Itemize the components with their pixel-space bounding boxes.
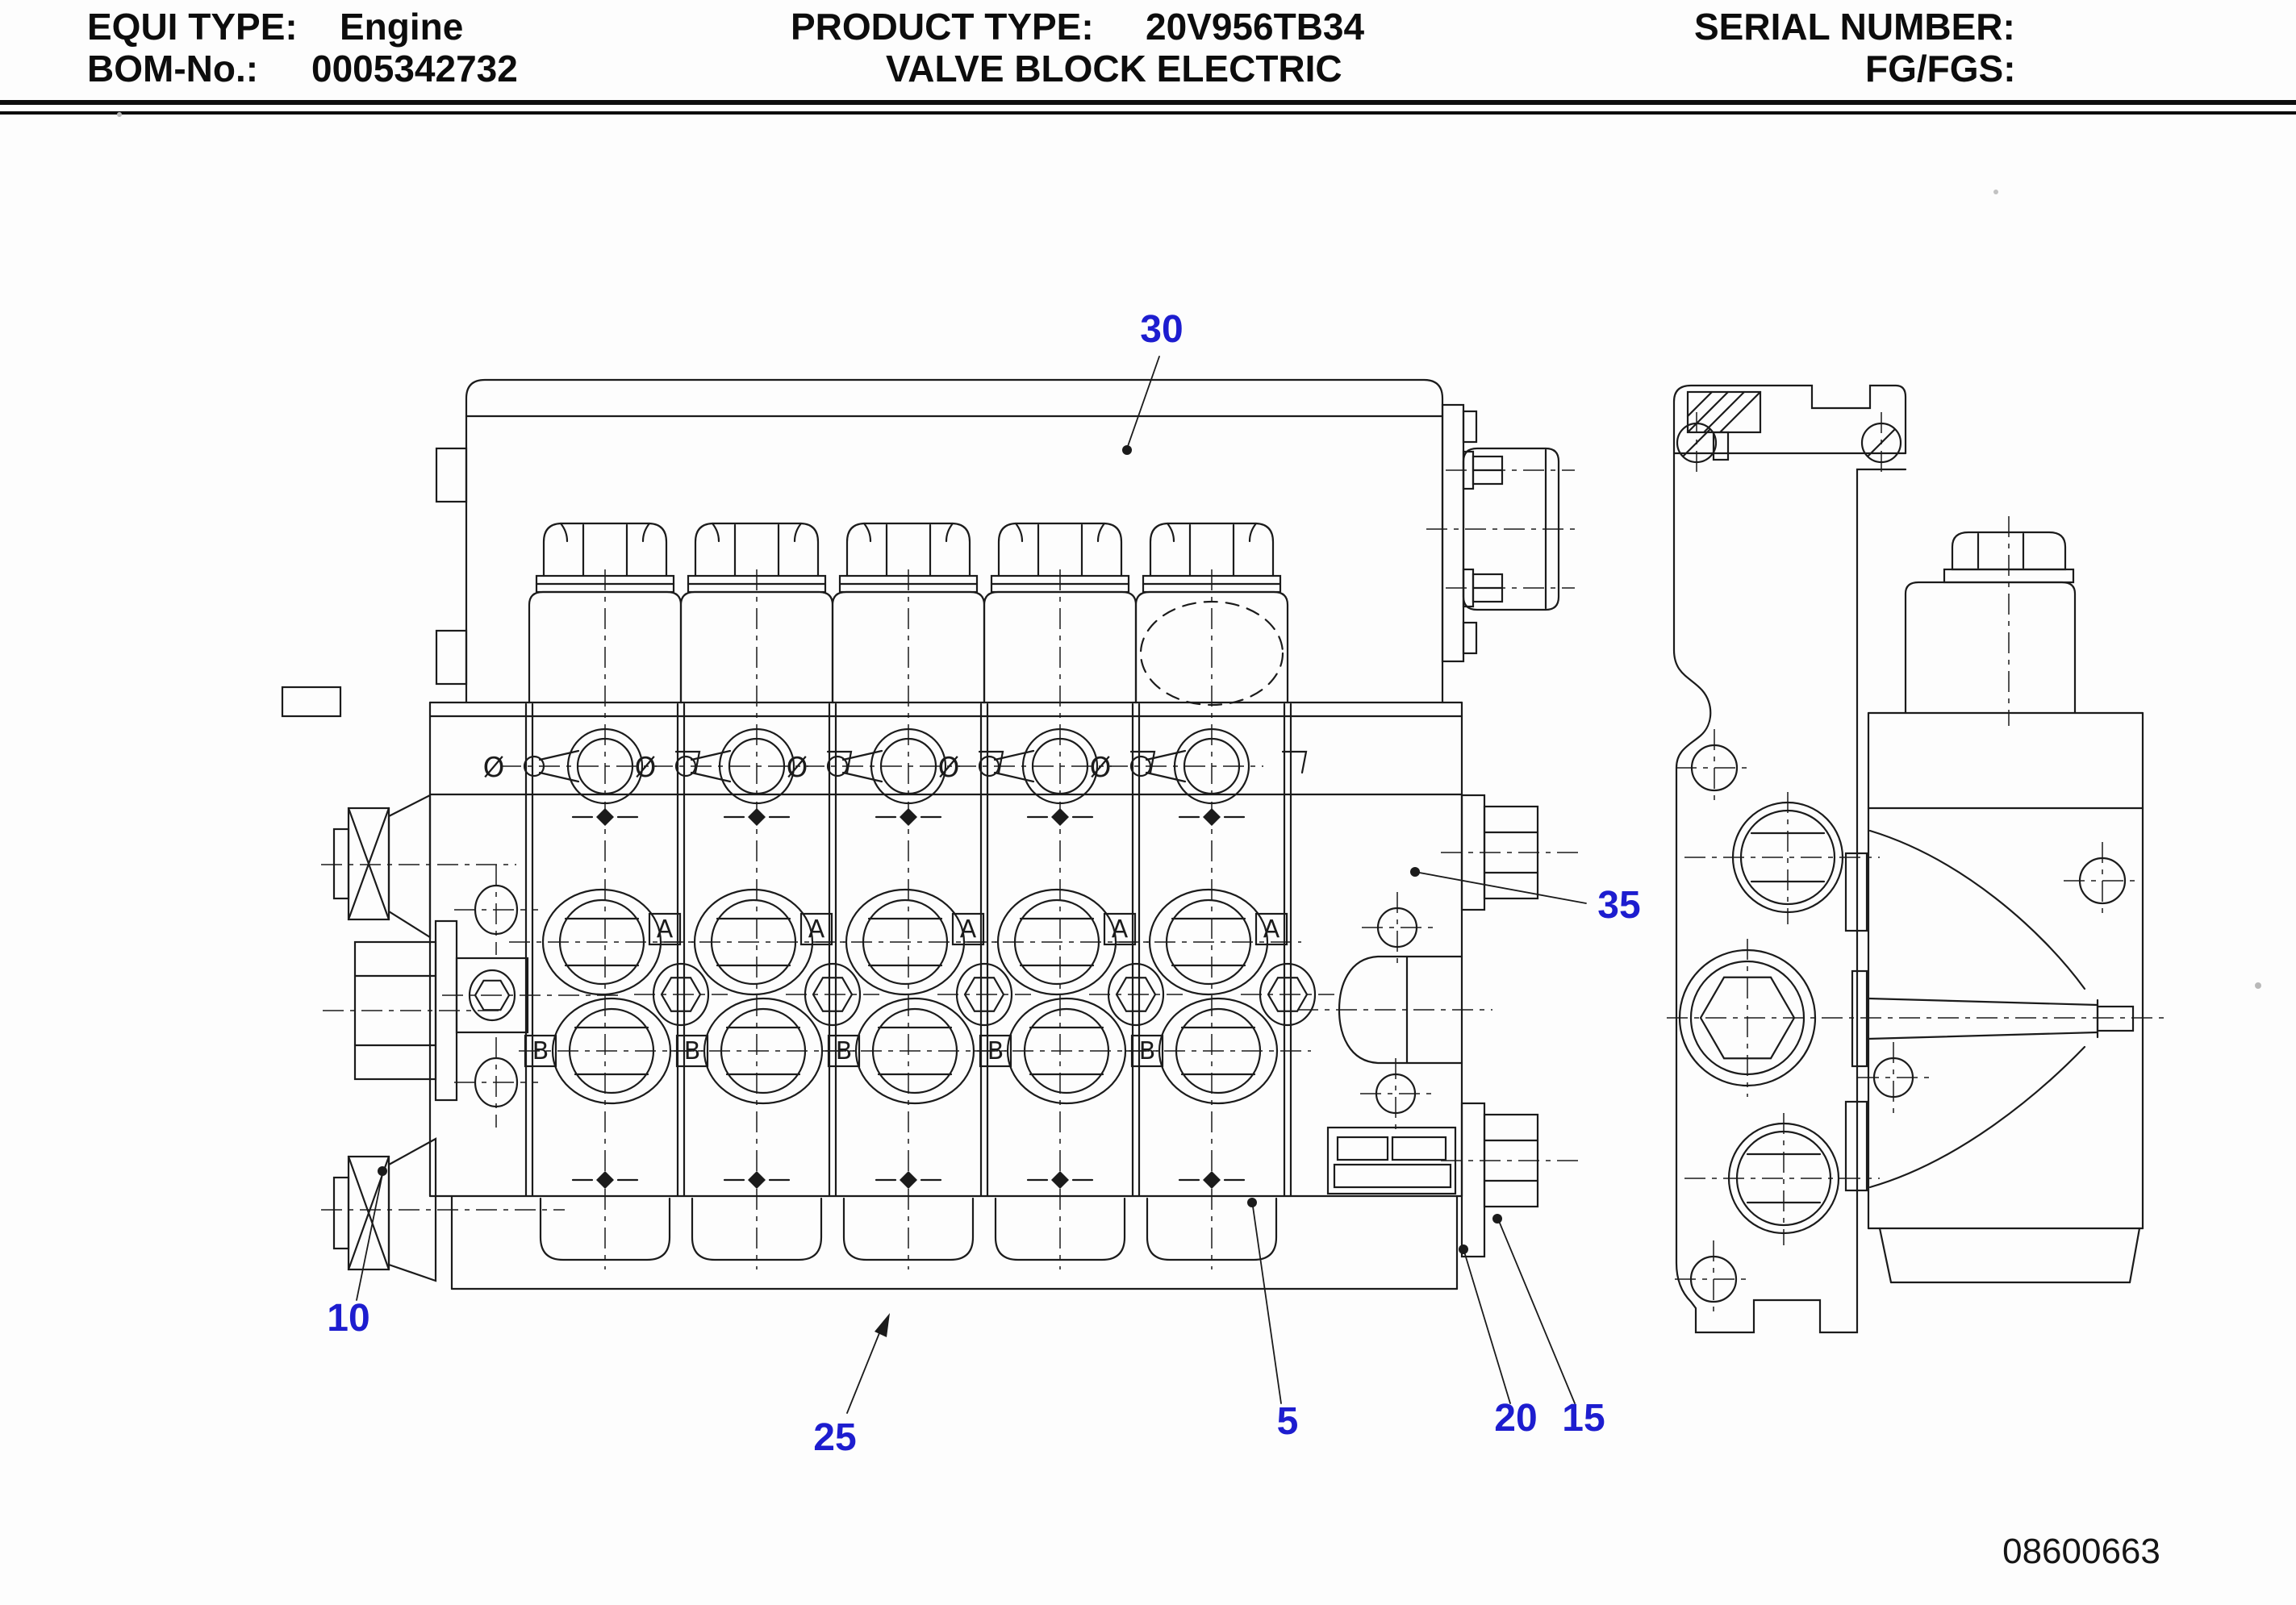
leader-20 xyxy=(1463,1251,1511,1404)
header-rule-bottom xyxy=(0,111,2296,115)
port-label-b: B xyxy=(836,1037,853,1065)
leader-35 xyxy=(1414,871,1587,904)
equi-type-label: EQUI TYPE: xyxy=(87,6,298,48)
valve-section: Ø A B xyxy=(635,522,856,1269)
paper-speck xyxy=(1993,190,1998,194)
callout-5: 5 xyxy=(1277,1400,1299,1443)
callout-25: 25 xyxy=(813,1416,856,1459)
leader-5 xyxy=(1252,1206,1282,1404)
bom-value: 0005342732 xyxy=(311,48,518,90)
port-label-b: B xyxy=(987,1037,1004,1065)
equi-type-value: Engine xyxy=(340,6,464,48)
leader-dot-30 xyxy=(1122,445,1132,455)
callout-10: 10 xyxy=(327,1297,369,1340)
valve-section: Ø A B xyxy=(787,522,1008,1269)
callout-35: 35 xyxy=(1597,884,1640,927)
product-type-value: 20V956TB34 xyxy=(1146,6,1365,48)
knob-zero-symbol: Ø xyxy=(938,752,960,784)
leader-10 xyxy=(356,1174,383,1301)
leader-dot-5 xyxy=(1247,1198,1257,1207)
callout-layer: 30 35 10 25 5 20 15 08600663 xyxy=(117,112,2261,1571)
valve-section: Ø A B xyxy=(483,522,704,1269)
product-type-label: PRODUCT TYPE: xyxy=(791,6,1094,48)
port-label-b: B xyxy=(1139,1037,1156,1065)
serial-number-label: SERIAL NUMBER: xyxy=(1694,6,2015,48)
leader-25 xyxy=(846,1320,885,1414)
leader-dot-20 xyxy=(1459,1244,1468,1254)
product-subtitle: VALVE BLOCK ELECTRIC xyxy=(886,48,1342,90)
port-label-b: B xyxy=(532,1037,549,1065)
port-label-a: A xyxy=(960,915,977,944)
leader-arrowhead-25 xyxy=(875,1313,890,1337)
callout-15: 15 xyxy=(1562,1397,1605,1440)
knob-zero-symbol: Ø xyxy=(1090,752,1112,784)
callout-30: 30 xyxy=(1140,308,1183,351)
header-rule-top xyxy=(0,100,2296,105)
port-label-a: A xyxy=(657,915,674,944)
leader-15 xyxy=(1498,1220,1576,1404)
valve-section: Ø A B xyxy=(1090,522,1311,1269)
valve-section: Ø A B xyxy=(938,522,1159,1269)
paper-speck xyxy=(2255,982,2261,989)
bom-label: BOM-No.: xyxy=(87,48,259,90)
leader-dot-10 xyxy=(378,1166,387,1176)
fg-fgs-label: FG/FGS: xyxy=(1865,48,2016,90)
paper-speck xyxy=(117,112,122,117)
leader-dot-15 xyxy=(1492,1214,1502,1224)
leader-dot-35 xyxy=(1410,867,1420,877)
valve-block-side-view xyxy=(1667,384,2165,1334)
document-number: 08600663 xyxy=(2002,1532,2160,1571)
port-label-a: A xyxy=(1112,915,1129,944)
port-label-a: A xyxy=(1263,915,1280,944)
port-label-a: A xyxy=(808,915,825,944)
knob-zero-symbol: Ø xyxy=(635,752,657,784)
knob-zero-symbol: Ø xyxy=(483,752,505,784)
valve-block-front-view: Ø A B Ø A B Ø A B Ø A B Ø A B xyxy=(281,378,1578,1290)
knob-zero-symbol: Ø xyxy=(787,752,808,784)
callout-20: 20 xyxy=(1494,1397,1537,1440)
leader-30 xyxy=(1126,356,1160,449)
port-label-b: B xyxy=(684,1037,701,1065)
